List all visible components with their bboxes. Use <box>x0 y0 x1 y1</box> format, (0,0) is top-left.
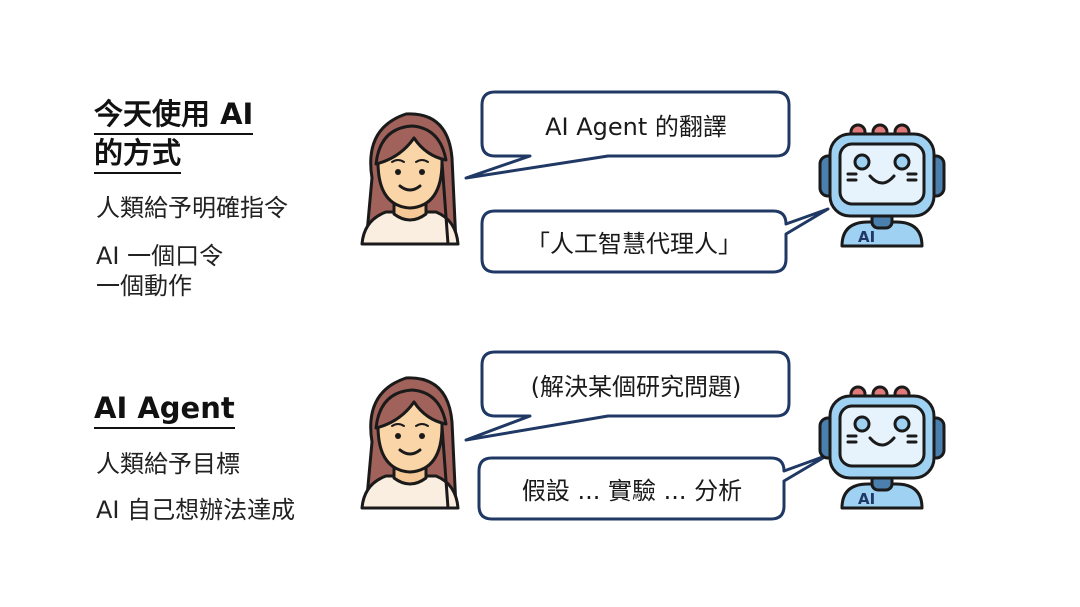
section2-point1: 人類給予目標 <box>96 450 240 478</box>
section2-heading-text: AI Agent <box>94 390 235 429</box>
bubble-outline-human-2 <box>464 350 791 442</box>
robot-badge-text: AI <box>858 490 875 508</box>
bubble-human-2-text: (解決某個研究問題) <box>530 372 742 401</box>
robot-avatar-icon: AI <box>818 123 946 248</box>
robot-avatar-icon: AI <box>818 385 946 510</box>
bubble-human-1-text: AI Agent 的翻譯 <box>545 112 727 141</box>
section1-point2-line1: AI 一個口令 <box>96 242 224 270</box>
bubble-robot-1-text: 「人工智慧代理人」 <box>526 230 742 258</box>
woman-avatar-icon <box>360 376 460 510</box>
section1-heading-line1: 今天使用 AI <box>94 96 254 135</box>
bubble-outline-robot-1 <box>480 207 830 274</box>
section1-point1: 人類給予明確指令 <box>96 194 288 222</box>
bubble-outline-robot-2 <box>477 453 830 521</box>
section1-heading-line2: 的方式 <box>94 135 182 174</box>
section1-point2-line2: 一個動作 <box>96 272 192 300</box>
bubble-outline-human-1 <box>464 90 791 180</box>
section2-point2: AI 自己想辦法達成 <box>96 496 296 524</box>
section2-heading: AI Agent <box>94 390 235 429</box>
section1-heading: 今天使用 AI 的方式 <box>94 96 254 174</box>
woman-avatar-icon <box>360 112 460 246</box>
robot-badge-text: AI <box>858 228 875 246</box>
bubble-robot-2-text: 假設 ... 實驗 ... 分析 <box>521 477 743 505</box>
